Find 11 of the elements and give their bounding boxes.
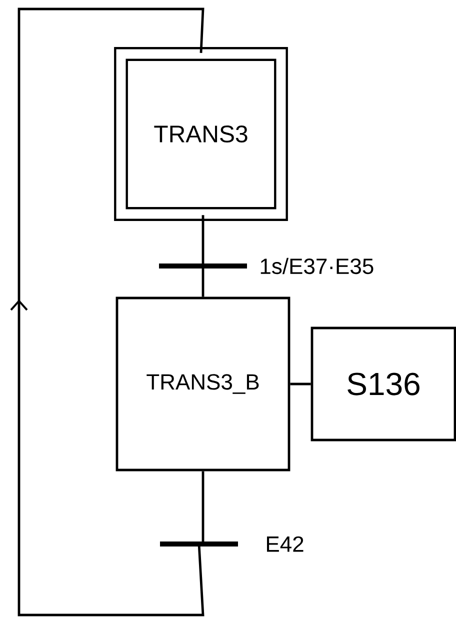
transition-bar [159, 264, 247, 268]
step-box: TRANS3_B [116, 296, 290, 472]
connector-line [202, 471, 204, 544]
connector-line [202, 266, 204, 297]
transition-bar [160, 542, 238, 546]
initial-step-box: TRANS3 [114, 47, 288, 221]
transition-condition: 1s/E37·E35 [260, 258, 374, 274]
transition-condition: E42 [267, 536, 304, 552]
connector-line [202, 215, 204, 266]
connector-line [290, 382, 311, 386]
action-box: S136 [310, 326, 456, 442]
